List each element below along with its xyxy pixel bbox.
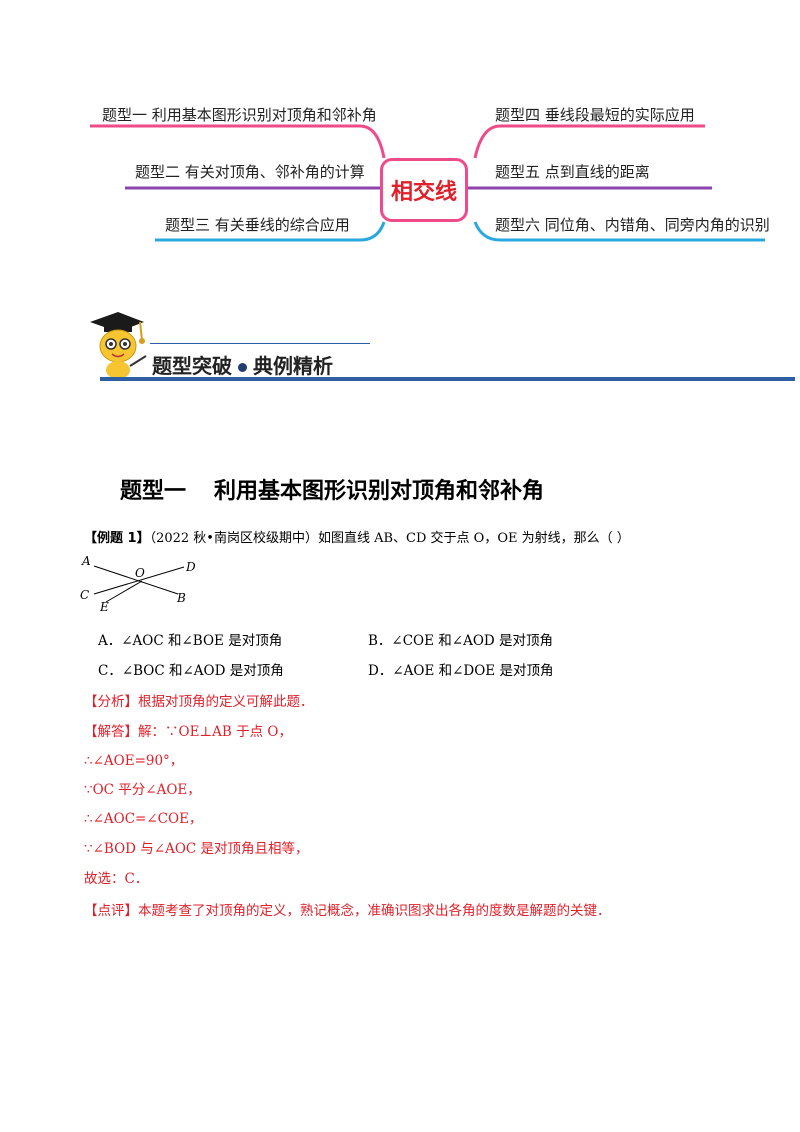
option-a[interactable]: A．∠AOC 和∠BOE 是对顶角 xyxy=(98,633,283,649)
solution-line: ∴∠AOE=90°， xyxy=(84,753,184,769)
question-stem: 【例题 1】（2022 秋•南岗区校级期中）如图直线 AB、CD 交于点 O，O… xyxy=(84,527,630,546)
bullet-dot-icon xyxy=(238,363,247,372)
section-heading: 题型一 利用基本图形识别对顶角和邻补角 xyxy=(120,473,544,505)
solution-analysis: 【分析】根据对顶角的定义可解此题． xyxy=(84,694,314,710)
solution-line: ∵∠BOD 与∠AOC 是对顶角且相等， xyxy=(84,841,309,857)
figure-label-d: D xyxy=(186,560,196,574)
mind-map-item: 题型一 利用基本图形识别对顶角和邻补角 xyxy=(102,106,377,124)
question-text: （2022 秋•南岗区校级期中）如图直线 AB、CD 交于点 O，OE 为射线，… xyxy=(149,531,630,546)
option-c[interactable]: C．∠BOC 和∠AOD 是对顶角 xyxy=(98,663,284,679)
solution-line: ∵OC 平分∠AOE， xyxy=(84,782,201,798)
scholar-mascot-icon xyxy=(90,312,147,380)
solution-line: ∴∠AOC=∠COE， xyxy=(84,811,203,827)
figure-lines xyxy=(93,565,185,603)
solution-comment: 【点评】本题考查了对顶角的定义，熟记概念，准确识图求出各角的度数是解题的关键． xyxy=(84,903,611,919)
mind-map-item: 题型五 点到直线的距离 xyxy=(495,163,650,181)
mind-map-center: 相交线 xyxy=(380,158,468,222)
branch-right-3 xyxy=(473,221,765,242)
mind-map-item: 题型三 有关垂线的综合应用 xyxy=(165,216,350,234)
figure-label-e: E xyxy=(100,600,109,614)
section-heading-text: 利用基本图形识别对顶角和邻补角 xyxy=(214,478,545,504)
question-label: 【例题 1】 xyxy=(84,531,150,546)
mind-map-center-label: 相交线 xyxy=(390,180,457,205)
banner-top-line xyxy=(150,343,370,344)
geometry-figure: A O D C E B xyxy=(76,552,206,614)
figure-label-o: O xyxy=(135,566,145,580)
branch-left-3 xyxy=(155,221,386,242)
banner-title-part2: 典例精析 xyxy=(253,354,333,378)
branch-right-1 xyxy=(473,124,705,159)
figure-label-a: A xyxy=(82,554,91,568)
branch-left-1 xyxy=(90,124,386,159)
option-d[interactable]: D．∠AOE 和∠DOE 是对顶角 xyxy=(368,663,554,679)
solution-line: 故选：C． xyxy=(84,871,149,887)
banner-title: 题型突破典例精析 xyxy=(152,350,333,379)
solution-line: 【解答】解：∵OE⊥AB 于点 O， xyxy=(84,724,292,740)
mind-map-item: 题型四 垂线段最短的实际应用 xyxy=(495,106,695,124)
section-heading-index: 题型一 xyxy=(120,478,187,504)
figure-label-b: B xyxy=(177,591,186,605)
banner-bottom-rule xyxy=(100,377,795,381)
mind-map-item: 题型二 有关对顶角、邻补角的计算 xyxy=(135,163,365,181)
mind-map-item: 题型六 同位角、内错角、同旁内角的识别 xyxy=(495,216,770,234)
figure-label-c: C xyxy=(80,588,90,602)
option-b[interactable]: B．∠COE 和∠AOD 是对顶角 xyxy=(368,633,554,649)
mind-map-branches xyxy=(90,124,765,242)
banner-title-part1: 题型突破 xyxy=(152,354,232,378)
